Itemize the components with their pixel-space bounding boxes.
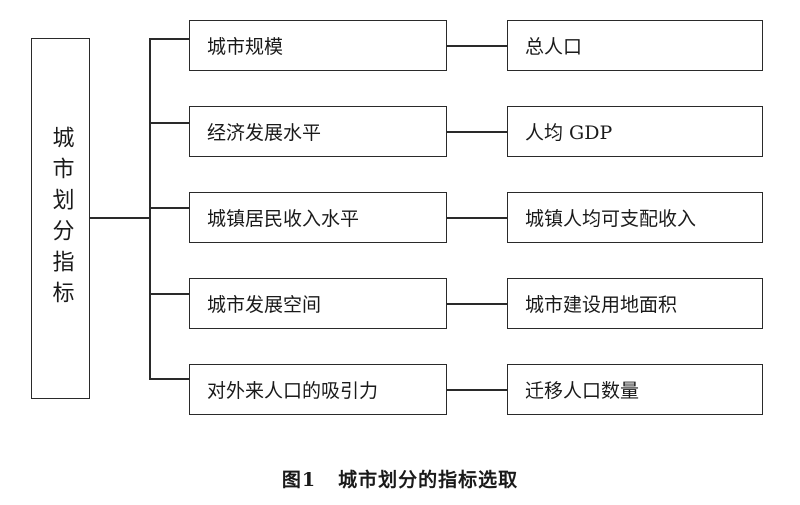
measure-connector-line — [447, 217, 507, 219]
branch-line — [149, 38, 189, 40]
indicator-label: 城镇居民收入水平 — [207, 208, 360, 230]
measure-box: 迁移人口数量 — [507, 364, 763, 415]
root-connector-line — [90, 217, 150, 219]
indicator-box: 城市发展空间 — [189, 278, 447, 329]
branch-line — [149, 378, 189, 380]
measure-connector-line — [447, 131, 507, 133]
measure-connector-line — [447, 303, 507, 305]
indicator-box: 城镇居民收入水平 — [189, 192, 447, 243]
measure-connector-line — [447, 45, 507, 47]
branch-line — [149, 207, 189, 209]
branch-line — [149, 122, 189, 124]
figure-title: 城市划分的指标选取 — [338, 469, 519, 491]
indicator-label: 城市规模 — [207, 36, 284, 58]
measure-label: 迁移人口数量 — [525, 380, 640, 402]
measure-label: 城镇人均可支配收入 — [525, 208, 697, 230]
measure-connector-line — [447, 389, 507, 391]
measure-label: 城市建设用地面积 — [525, 294, 678, 316]
root-indicator-label: 城市划分指标 — [48, 125, 74, 312]
indicator-box: 对外来人口的吸引力 — [189, 364, 447, 415]
measure-box: 城镇人均可支配收入 — [507, 192, 763, 243]
indicator-label: 经济发展水平 — [207, 122, 322, 144]
measure-label: 人均 GDP — [525, 122, 613, 144]
figure-caption: 图1 城市划分的指标选取 — [0, 465, 800, 492]
figure-number: 图1 — [281, 469, 317, 491]
branch-line — [149, 293, 189, 295]
measure-box: 人均 GDP — [507, 106, 763, 157]
indicator-box: 城市规模 — [189, 20, 447, 71]
measure-label: 总人口 — [525, 36, 583, 58]
indicator-box: 经济发展水平 — [189, 106, 447, 157]
root-indicator-box: 城市划分指标 — [31, 38, 90, 399]
indicator-label: 对外来人口的吸引力 — [207, 380, 379, 402]
measure-box: 城市建设用地面积 — [507, 278, 763, 329]
measure-box: 总人口 — [507, 20, 763, 71]
indicator-label: 城市发展空间 — [207, 294, 322, 316]
